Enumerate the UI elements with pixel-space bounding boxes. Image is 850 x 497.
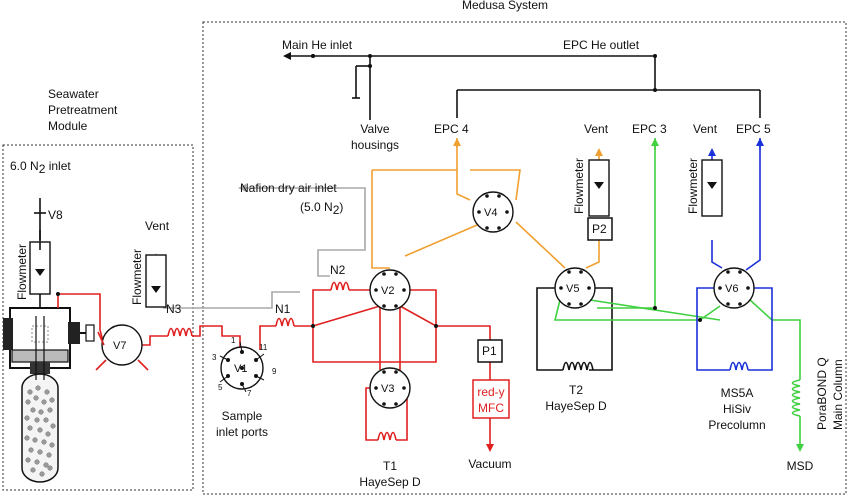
valve-housings-label-1: Valve [360,122,389,136]
ms5a-label-2: HiSiv [723,402,751,416]
epc4-label: EPC 4 [434,122,469,136]
epc3-label: EPC 3 [632,122,667,136]
port-9-label: 9 [272,367,277,376]
mfc-label-1: red-y [477,385,504,399]
p1-sensor [477,339,503,363]
epc5-label: EPC 5 [736,122,771,136]
flowmeter-label-v6: Flowmeter [686,158,700,214]
v1-label: V1 [234,363,247,375]
medusa-system-title: Medusa System [462,0,548,12]
v8-label: V8 [48,208,63,222]
seawater-pretreatment-hardware [3,198,95,483]
flowmeter-v7 [145,254,167,308]
medusa-system-box [202,21,847,495]
flowmeter-label-v7: Flowmeter [130,249,144,305]
valve-v2 [369,269,411,311]
port-5-label: 5 [218,383,223,392]
v7-label: V7 [113,340,126,352]
t1-label: T1 [383,459,397,473]
valve-v6 [713,267,755,309]
v2-label: V2 [381,285,394,297]
main-he-inlet-label: Main He inlet [282,38,353,52]
sample-label-2: inlet ports [216,425,268,439]
port-7-label: 7 [247,389,252,398]
flowmeter-label-v5: Flowmeter [572,158,586,214]
p1-label: P1 [482,344,497,358]
port-11-label: 11 [259,343,268,352]
valve-v7 [95,324,149,371]
p2-label: P2 [592,222,607,236]
ms5a-label-1: MS5A [721,386,754,400]
n2-label: N2 [330,263,346,277]
n3-label: N3 [166,302,182,316]
helium-supply-lines [283,52,761,120]
n2-inlet-label: 6.0 N2 inlet [10,159,71,176]
ms5a-label-3: Precolumn [708,418,765,432]
seawater-label-3: Module [48,119,88,133]
nafion-inlet-label: Nafion dry air inlet [240,181,337,195]
red-sample-lines [56,281,494,452]
valve-v4 [472,191,514,233]
seawater-module-box [2,144,194,491]
seawater-label-1: Seawater [48,87,99,101]
t2-loop-lines [536,287,613,371]
vacuum-label: Vacuum [468,457,511,471]
flowmeter-label-seawater: Flowmeter [15,244,29,300]
valve-v3 [369,367,411,409]
vent-label-v5: Vent [584,122,609,136]
epc-he-outlet-label: EPC He outlet [563,38,640,52]
v3-label: V3 [381,383,394,395]
n1-label: N1 [275,302,291,316]
sample-label-1: Sample [222,409,263,423]
porabond-label-2: Main Column [831,359,845,430]
msd-label: MSD [787,459,814,473]
valve-v5 [554,267,596,309]
t1-material-label: HayeSep D [359,475,421,489]
port-1-label: 1 [231,336,236,345]
vent-label-v6: Vent [693,122,718,136]
seawater-label-2: Pretreatment [48,103,118,117]
valve-housings-label-2: housings [351,138,399,152]
porabond-label-1: PoraBOND Q [815,357,829,430]
t2-label: T2 [569,383,583,397]
t2-material-label: HayeSep D [545,399,607,413]
mfc-label-2: MFC [478,401,504,415]
v5-label: V5 [566,283,579,295]
vent-label-v7: Vent [145,219,170,233]
port-3-label: 3 [212,353,217,362]
valve-v1 [219,341,265,393]
red-y-mfc-box [472,379,510,419]
p2-sensor [587,217,613,241]
v6-label: V6 [725,283,738,295]
v4-label: V4 [484,207,497,219]
nafion-n2-label: (5.0 N2) [300,200,343,217]
